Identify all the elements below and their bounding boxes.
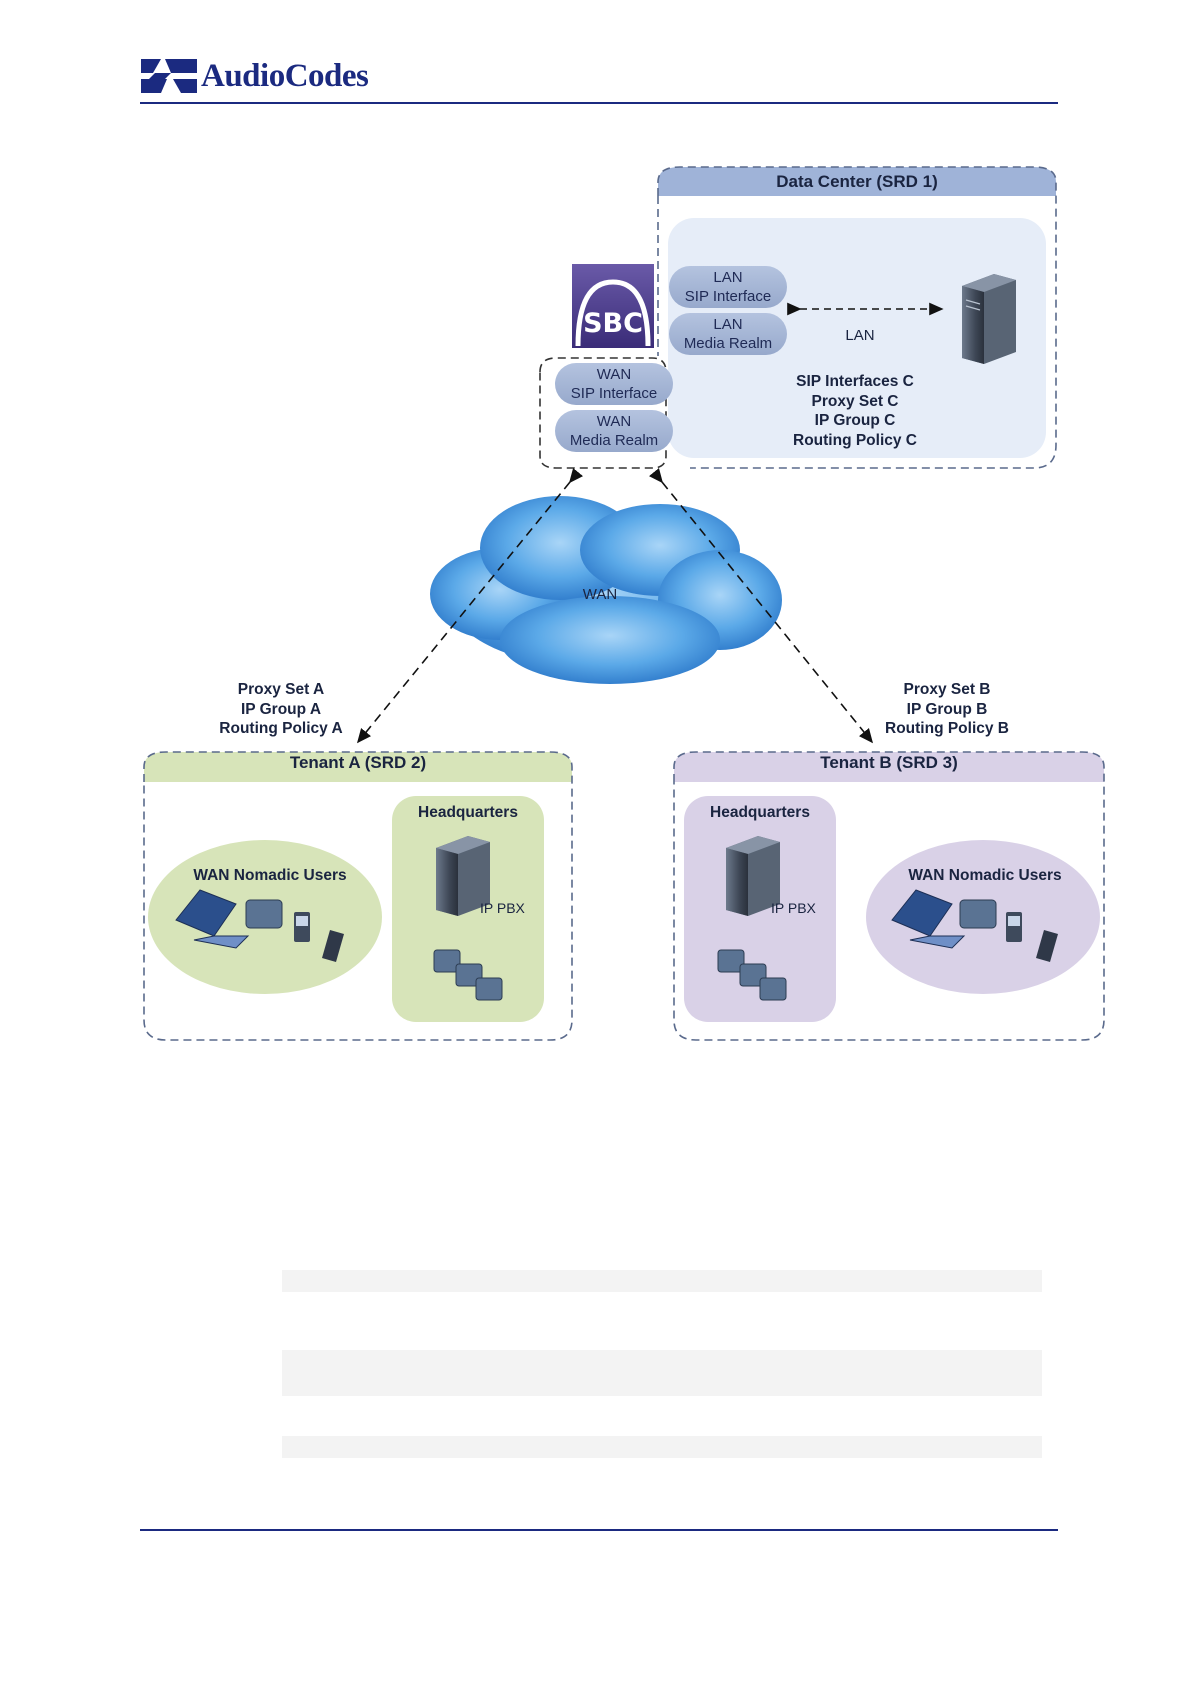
tenant-a-group	[143, 751, 573, 1041]
pill-line: Media Realm	[683, 335, 773, 352]
table-row-shaded	[282, 1270, 1042, 1292]
tenant-a-title: Tenant A (SRD 2)	[289, 753, 427, 772]
network-diagram: Data Center (SRD 1) LAN SIP Interface LA…	[143, 166, 1105, 1041]
pill-line: Media Realm	[569, 432, 659, 449]
footer-rule	[140, 1529, 1058, 1531]
wan-cloud-label: WAN	[582, 586, 618, 603]
data-center-title: Data Center (SRD 1)	[776, 172, 938, 191]
config-line: Routing Policy A	[219, 720, 343, 737]
lan-media-realm-pill: LAN Media Realm	[669, 313, 787, 355]
lan-link-label: LAN	[845, 327, 875, 344]
tenant-a-config: Proxy Set A IP Group A Routing Policy A	[196, 680, 366, 739]
pill-line: LAN	[713, 316, 743, 333]
pill-line: WAN	[596, 366, 632, 383]
pill-line: WAN	[596, 413, 632, 430]
data-center-config: SIP Interfaces C Proxy Set C IP Group C …	[760, 372, 950, 450]
table-row-shaded	[282, 1350, 1042, 1396]
brand-name: AudioCodes	[201, 57, 369, 94]
wan-sip-interface-pill: WAN SIP Interface	[555, 363, 673, 405]
tenant-b-desk-phones-icon	[717, 949, 787, 1001]
header-rule	[140, 102, 1058, 104]
config-line: IP Group B	[906, 700, 988, 718]
tenant-a-hq-label: Headquarters	[418, 804, 518, 821]
config-line: SIP Interfaces C	[796, 373, 914, 390]
tenant-a-nomadic-label: WAN Nomadic Users	[193, 867, 347, 884]
table-row-shaded	[282, 1436, 1042, 1458]
data-center-server-icon	[962, 274, 1016, 364]
tenant-b-nomadic-label: WAN Nomadic Users	[908, 867, 1062, 884]
audiocodes-logo: AudioCodes	[141, 55, 369, 97]
config-line: Routing Policy B	[885, 720, 1009, 737]
config-line: IP Group A	[240, 700, 322, 718]
lan-sip-interface-pill: LAN SIP Interface	[669, 266, 787, 308]
tenant-b-title: Tenant B (SRD 3)	[820, 753, 958, 772]
link-to-tenant-b	[648, 468, 874, 744]
tenant-b-pbx-label: IP PBX	[771, 900, 816, 916]
link-to-tenant-a	[356, 468, 584, 744]
sbc-label: SBC	[583, 308, 643, 339]
config-line: Proxy Set B	[903, 681, 991, 698]
tenant-a-pbx-server-icon	[436, 836, 490, 916]
tenant-a-pbx-label: IP PBX	[480, 900, 525, 916]
config-line: Proxy Set C	[811, 392, 899, 410]
config-line: Proxy Set A	[237, 681, 325, 698]
tenant-b-config: Proxy Set B IP Group B Routing Policy B	[862, 680, 1032, 739]
config-line: IP Group C	[814, 412, 896, 429]
tenant-b-hq-label: Headquarters	[710, 804, 810, 821]
tenant-a-desk-phones-icon	[433, 949, 503, 1001]
pill-line: SIP Interface	[570, 385, 658, 402]
diagram-canvas	[143, 166, 1105, 1041]
pill-line: LAN	[713, 269, 743, 286]
config-line: Routing Policy C	[793, 431, 917, 449]
tenant-b-group	[673, 751, 1105, 1041]
tenant-a-user-devices-icon	[175, 889, 344, 962]
tenant-b-user-devices-icon	[891, 889, 1058, 962]
pill-line: SIP Interface	[684, 288, 772, 305]
wan-media-realm-pill: WAN Media Realm	[555, 410, 673, 452]
tenant-b-pbx-server-icon	[726, 836, 780, 916]
audiocodes-logo-icon	[141, 59, 197, 93]
